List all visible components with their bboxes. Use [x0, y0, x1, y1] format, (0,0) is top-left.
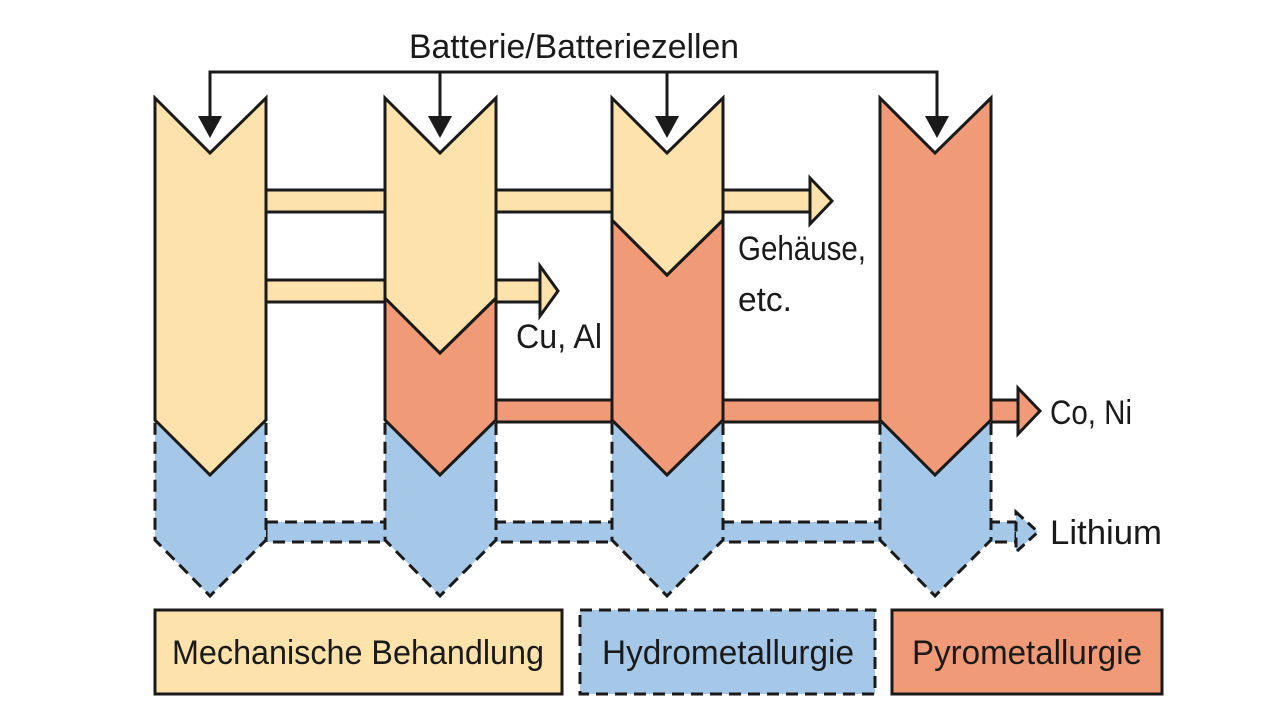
hydro-stage-col4 [878, 418, 993, 599]
input-arrowhead-col4 [925, 116, 949, 138]
process-column-4 [878, 94, 993, 599]
mechanical-stage-col3 [610, 94, 725, 278]
legend-label-hydro: Hydrometallurgie [602, 634, 854, 672]
casing-flow-arrow [264, 174, 835, 228]
hydro-stage-col2 [383, 418, 498, 599]
cobalt-nickel-label: Co, Ni [1050, 394, 1132, 432]
process-column-3 [610, 94, 725, 599]
input-arrowhead-col3 [655, 116, 679, 138]
mechanical-stage-col2 [383, 94, 498, 356]
hydro-stage-col3 [610, 418, 725, 599]
casing-label-line2: etc. [738, 281, 792, 319]
battery-input-bracket [198, 24, 949, 138]
hydro-stage-col1 [153, 418, 268, 599]
process-column-2 [383, 94, 498, 599]
pyro-stage-col4 [878, 94, 993, 478]
mechanical-stage-col1 [153, 94, 268, 478]
legend-swatch-pyro [890, 608, 1164, 696]
legend-item-hydro: Hydrometallurgie [578, 608, 877, 696]
legend-item-mechanical: Mechanische Behandlung [153, 608, 564, 696]
input-arrowhead-col1 [198, 116, 222, 138]
copper-aluminium-label: Cu, Al [516, 318, 602, 356]
process-column-1 [153, 94, 268, 599]
legend-swatch-mechanical [153, 608, 564, 696]
input-arrowhead-col2 [428, 116, 452, 138]
legend-label-mechanical: Mechanische Behandlung [172, 634, 544, 672]
casing-label-line1: Gehäuse, [738, 230, 866, 268]
source-label: Batterie/Batteriezellen [409, 28, 739, 66]
lithium-label: Lithium [1050, 514, 1162, 552]
legend-label-pyro: Pyrometallurgie [912, 634, 1142, 672]
legend: Mechanische Behandlung Hydrometallurgie … [153, 608, 1164, 696]
legend-swatch-hydro [578, 608, 877, 696]
legend-item-pyro: Pyrometallurgie [890, 608, 1164, 696]
